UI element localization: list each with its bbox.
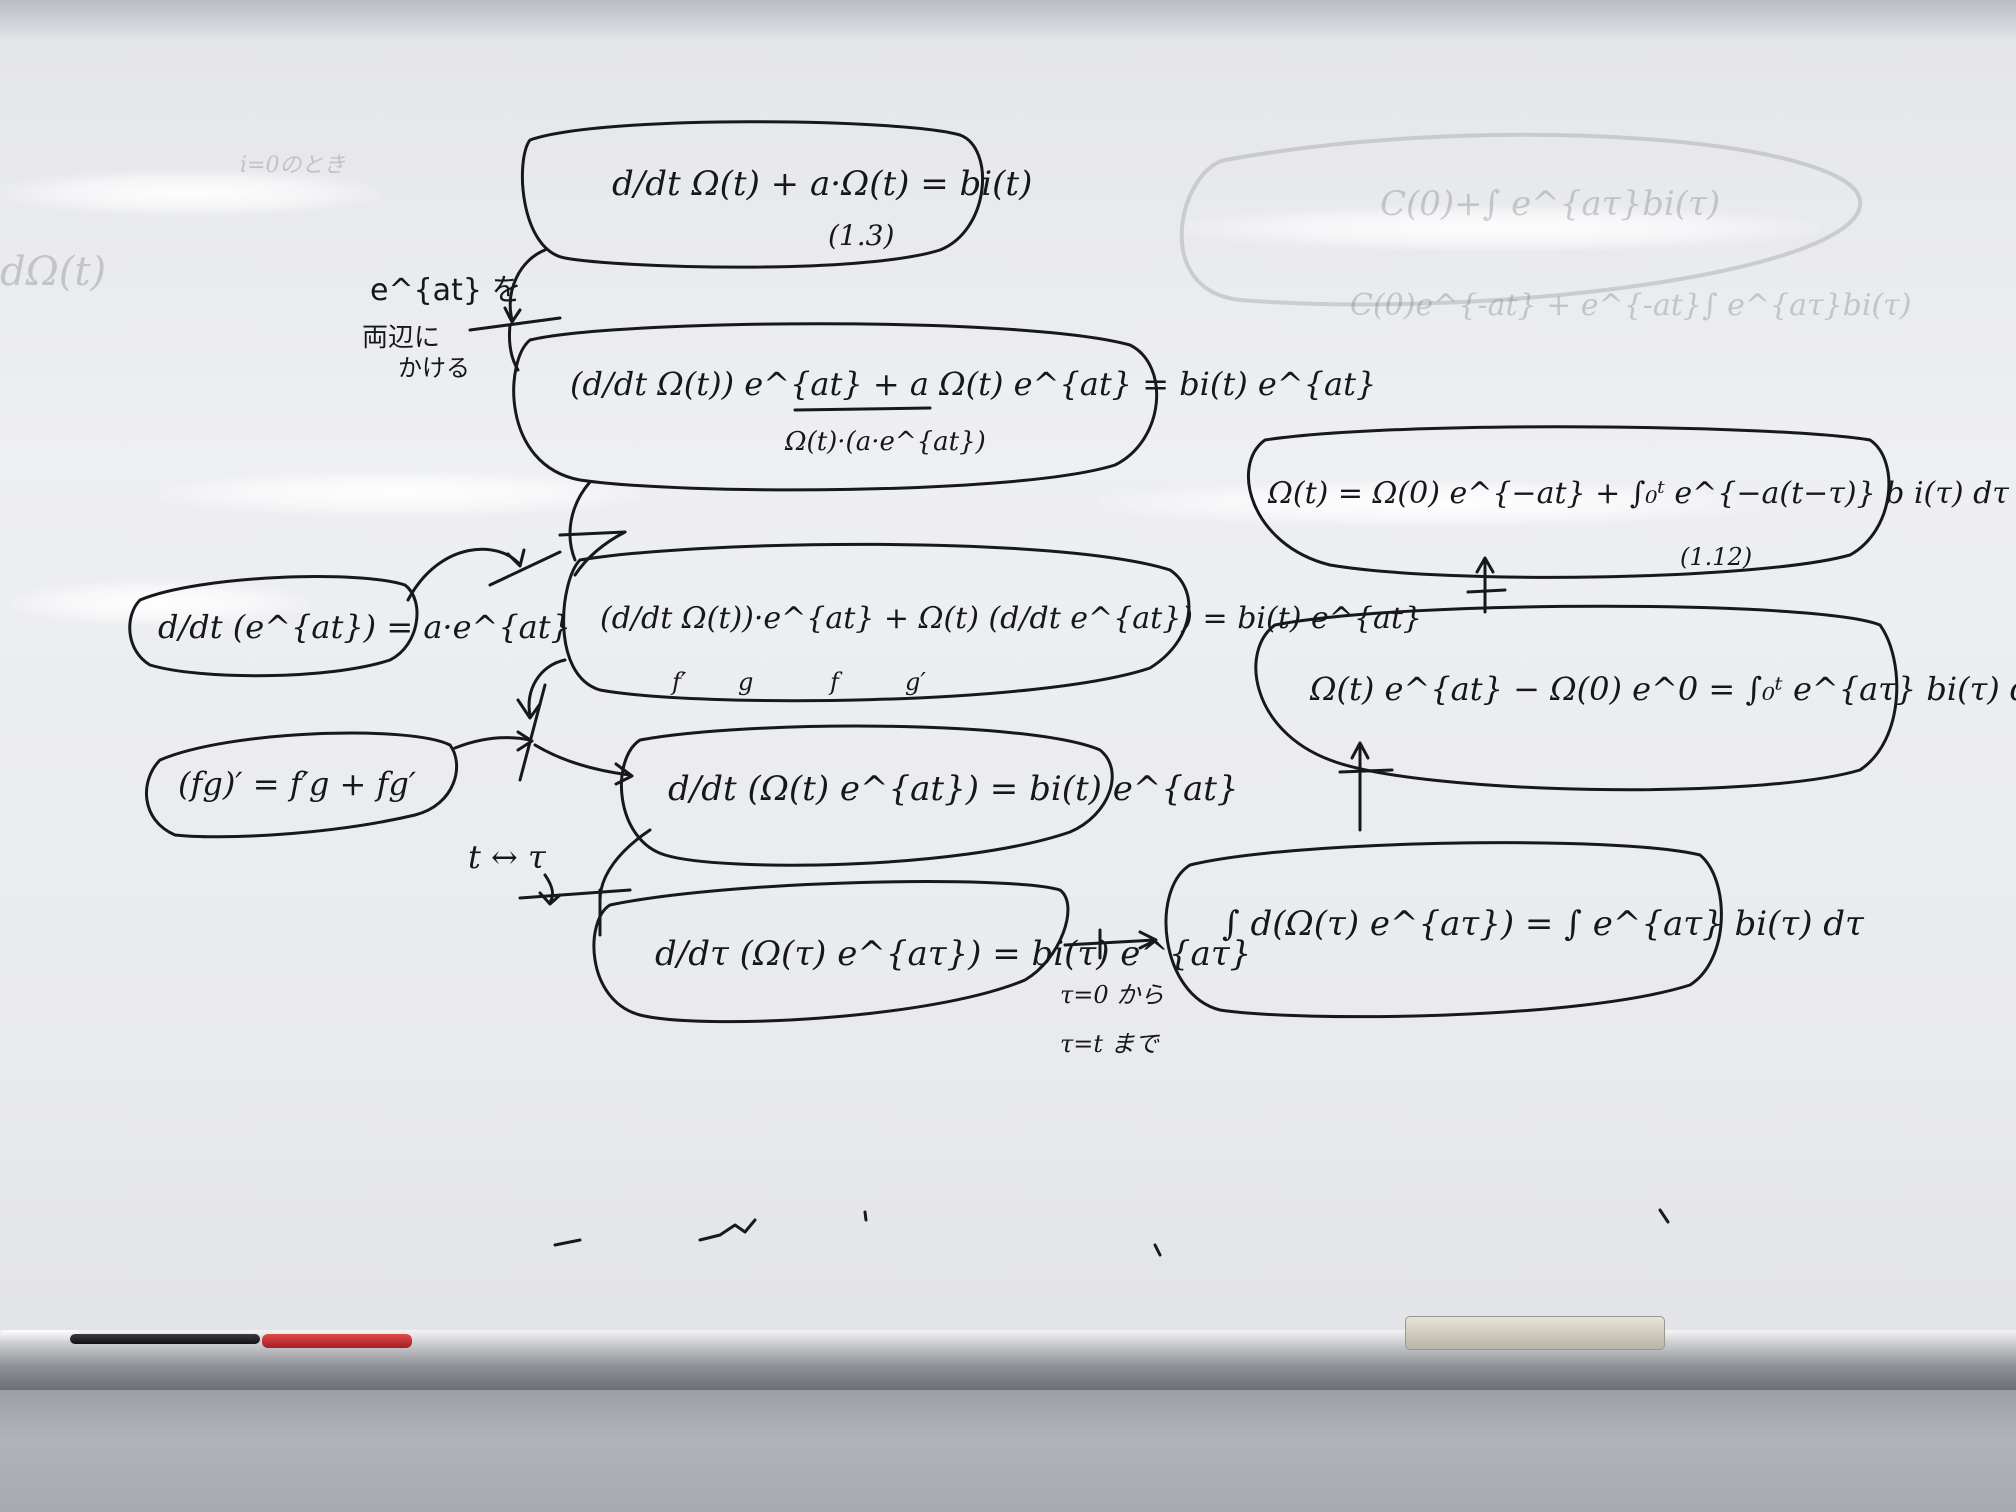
multiply-note-line-1: e^{at} を bbox=[370, 273, 521, 308]
wall-below-board bbox=[0, 1390, 2016, 1512]
board-top-frame bbox=[0, 0, 2016, 40]
definite-form-text: Ω(t) e^{at} − Ω(0) e^0 = ∫₀ᵗ e^{aτ} bi(τ… bbox=[1309, 670, 2016, 708]
arrow-rule-to-combined bbox=[453, 658, 634, 786]
svg-text:C(0)+∫ e^{aτ}bi(τ): C(0)+∫ e^{aτ}bi(τ) bbox=[1380, 184, 1720, 224]
combined-text: d/dt (Ω(t) e^{at}) = bi(t) e^{at} bbox=[668, 769, 1239, 809]
node-combined: d/dt (Ω(t) e^{at}) = bi(t) e^{at} bbox=[619, 724, 1239, 867]
substitution-text: t ↔ τ bbox=[468, 838, 547, 876]
svg-text:C(0)e^{-at} + e^{-at}∫ e^{aτ}b: C(0)e^{-at} + e^{-at}∫ e^{aτ}bi(τ) bbox=[1350, 288, 1911, 323]
erased-residue: C(0)+∫ e^{aτ}bi(τ) C(0)e^{-at} + e^{-at}… bbox=[0, 132, 1911, 323]
solution-tag: (1.12) bbox=[1680, 543, 1752, 571]
arrow-derivative-to-product bbox=[406, 547, 562, 602]
stray-marks bbox=[553, 1208, 1670, 1257]
svg-text:i=0のとき: i=0のとき bbox=[240, 153, 345, 178]
node-integral-form: ∫ d(Ω(τ) e^{aτ}) = ∫ e^{aτ} bi(τ) dτ bbox=[1164, 841, 1865, 1019]
node-product-rule: (fg)′ = f′g + fg′ bbox=[145, 731, 459, 839]
fg-label-g-prime: g′ bbox=[905, 668, 926, 696]
fg-label-f-prime: f′ bbox=[670, 668, 687, 696]
solution-text: Ω(t) = Ω(0) e^{−at} + ∫₀ᵗ e^{−a(t−τ)} b … bbox=[1267, 476, 2009, 511]
svg-text:dΩ(t): dΩ(t) bbox=[0, 249, 106, 295]
board-eraser bbox=[1405, 1316, 1665, 1350]
node-derivative-exp: d/dt (e^{at}) = a·e^{at} bbox=[128, 575, 571, 678]
fg-label-f: f bbox=[828, 668, 843, 696]
node-solution: Ω(t) = Ω(0) e^{−at} + ∫₀ᵗ e^{−a(t−τ)} b … bbox=[1247, 425, 2009, 579]
red-marker bbox=[262, 1334, 412, 1348]
light-glare-mid bbox=[160, 470, 640, 516]
tau-form-text: d/dτ (Ω(τ) e^{aτ}) = bi(τ) e^{aτ} bbox=[655, 934, 1251, 974]
bounds-note-2: τ=t まで bbox=[1060, 1030, 1161, 1058]
multiply-note-line-3: かける bbox=[398, 354, 470, 382]
product-form-text: (d/dt Ω(t))·e^{at} + Ω(t) (d/dt e^{at}) … bbox=[600, 601, 1422, 636]
node-multiplied: (d/dt Ω(t)) e^{at} + a Ω(t) e^{at} = bi(… bbox=[512, 322, 1376, 492]
light-glare-left bbox=[0, 170, 380, 216]
substitution-note: t ↔ τ bbox=[468, 828, 652, 937]
bounds-note-1: τ=0 から bbox=[1060, 981, 1164, 1009]
multiplied-text: (d/dt Ω(t)) e^{at} + a Ω(t) e^{at} = bi(… bbox=[570, 365, 1376, 403]
multiply-note: e^{at} を 両辺に かける bbox=[362, 273, 521, 382]
integral-form-text: ∫ d(Ω(τ) e^{aτ}) = ∫ e^{aτ} bi(τ) dτ bbox=[1222, 904, 1865, 944]
arrow-tau-to-integral: τ=0 から τ=t まで bbox=[1060, 928, 1164, 1058]
multiply-note-line-2: 両辺に bbox=[362, 323, 440, 353]
light-glare-bottom-left bbox=[10, 580, 310, 626]
node-definite-form: Ω(t) e^{at} − Ω(0) e^0 = ∫₀ᵗ e^{aτ} bi(τ… bbox=[1254, 604, 2016, 792]
node-product-form: (d/dt Ω(t))·e^{at} + Ω(t) (d/dt e^{at}) … bbox=[562, 542, 1422, 703]
white-marker bbox=[0, 1330, 80, 1344]
fg-label-g: g bbox=[738, 668, 753, 696]
arrow-eq-to-multiply bbox=[468, 248, 562, 372]
arrow-multiplied-to-product bbox=[558, 480, 627, 577]
product-rule-text: (fg)′ = f′g + fg′ bbox=[178, 765, 417, 803]
derivative-exp-text: d/dt (e^{at}) = a·e^{at} bbox=[158, 608, 571, 646]
arrow-integral-to-definite bbox=[1338, 741, 1394, 832]
eq-1-3-tag: (1.3) bbox=[828, 219, 894, 252]
light-glare-right-mid bbox=[1100, 480, 1760, 526]
eq-1-3-text: d/dt Ω(t) + a·Ω(t) = bi(t) bbox=[612, 164, 1032, 204]
light-glare-right-top bbox=[1180, 205, 1820, 251]
node-eq-1-3: d/dt Ω(t) + a·Ω(t) = bi(t) (1.3) bbox=[520, 120, 1032, 269]
black-marker bbox=[70, 1334, 260, 1344]
arrow-definite-to-solution bbox=[1466, 556, 1507, 614]
underbrace-text: Ω(t)·(a·e^{at}) bbox=[784, 427, 986, 457]
